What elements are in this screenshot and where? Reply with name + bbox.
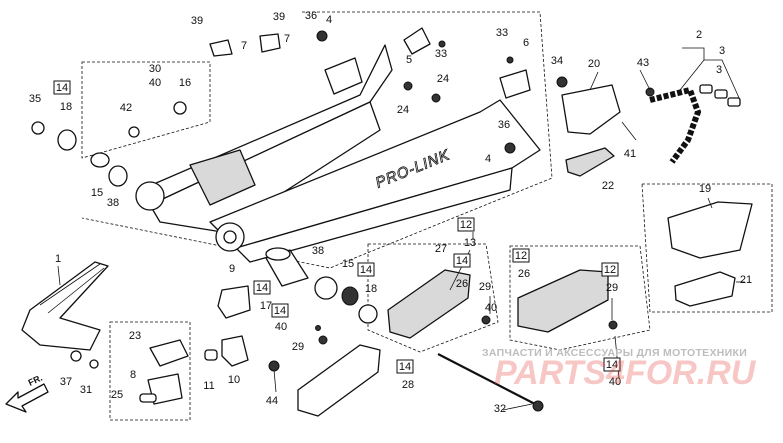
svg-text:14: 14 [399,361,411,373]
svg-text:12: 12 [460,219,472,231]
callout-l18a: 18 [60,101,72,113]
boxed-callout-b14g: 14 [603,357,621,372]
watermark-logo: PARTS4FOR.RU [494,354,757,392]
watermark: ЗАПЧАСТИ И АКСЕССУАРЫ ДЛЯ МОТОТЕХНИКИ PA… [482,347,757,392]
svg-text:12: 12 [515,250,527,262]
callout-l40c: 40 [485,302,497,314]
callout-l1: 1 [55,253,61,265]
callout-l13: 13 [464,237,476,249]
front-arrow: FR. [5,373,49,413]
callout-l11: 11 [203,380,214,392]
callout-l17: 17 [260,300,272,312]
svg-text:14: 14 [256,282,268,294]
callout-l34: 34 [551,55,563,67]
boxed-callout-b12a: 12 [457,217,475,232]
callout-l28: 28 [402,379,414,391]
watermark-caption: ЗАПЧАСТИ И АКСЕССУАРЫ ДЛЯ МОТОТЕХНИКИ [482,347,747,359]
chain-guard [21,261,109,369]
callout-l38a: 38 [107,197,119,209]
callout-l33a: 33 [435,48,447,60]
callout-l33b: 33 [496,27,508,39]
callout-l27: 27 [435,243,447,255]
chain-case-upper [387,269,491,339]
callout-l4b: 4 [485,153,491,165]
callout-l29a: 29 [479,281,491,293]
callout-l40a: 40 [149,77,161,89]
callout-labels: 1233445677891011131515161718181920212223… [29,10,752,415]
callout-l3: 3 [719,45,725,57]
swingarm: PRO-LINK [135,44,541,263]
callout-l10: 10 [228,374,240,386]
callout-l5: 5 [406,54,412,66]
callout-l20: 20 [588,58,600,70]
callout-l39a: 39 [191,15,203,27]
callout-l39b: 39 [273,11,285,23]
callout-l23: 23 [129,330,141,342]
callout-l36a: 36 [305,10,317,22]
callout-l37: 37 [60,376,72,388]
callout-l40b: 40 [275,321,287,333]
chain-guide-22 [565,147,615,177]
chain-case-lower [297,344,381,417]
callout-l6: 6 [523,37,529,49]
drive-chain [649,84,741,164]
callout-l25: 25 [111,389,123,401]
callout-l21: 21 [740,274,752,286]
svg-text:14: 14 [456,255,468,267]
boxed-callout-b14d: 14 [357,262,375,277]
svg-text:14: 14 [274,305,286,317]
svg-text:14: 14 [606,359,618,371]
callout-l30: 30 [149,63,161,75]
callout-l18b: 18 [365,283,377,295]
callout-l9: 9 [229,263,235,275]
callout-l36b: 36 [498,119,510,131]
callout-l26b: 26 [518,268,530,280]
callout-l3b: 3 [716,64,722,76]
callout-l8: 8 [130,369,136,381]
callout-l31: 31 [80,384,92,396]
callout-l29c: 29 [606,282,618,294]
callout-l44: 44 [266,395,278,407]
callout-l16: 16 [179,77,191,89]
boxed-callout-b14a: 14 [53,80,71,95]
boxed-callout-b14e: 14 [453,253,471,268]
callout-l2: 2 [696,29,702,41]
bushings [31,121,378,324]
chain-guide-19 [667,201,753,307]
callout-l22: 22 [602,180,614,192]
callout-l15b: 15 [342,258,354,270]
callout-l42: 42 [120,102,132,114]
callout-l7b: 7 [284,33,290,45]
boxed-callout-b14f: 14 [396,359,414,374]
callout-l24b: 24 [397,104,409,116]
callout-l43: 43 [637,57,649,69]
boxed-callout-b12b: 12 [512,248,530,263]
callout-l32: 32 [494,403,506,415]
svg-text:14: 14 [56,82,68,94]
svg-text:12: 12 [604,264,616,276]
callout-l19: 19 [699,183,711,195]
callout-l7a: 7 [241,40,247,52]
callout-l40d: 40 [609,376,621,388]
boxed-callout-b14b: 14 [253,280,271,295]
callout-l38b: 38 [312,245,324,257]
chain-slider-20 [556,76,621,135]
callout-l35: 35 [29,93,41,105]
boxed-callout-b14c: 14 [271,303,289,318]
boxed-callout-b12c: 12 [601,262,619,277]
callout-l4a: 4 [326,14,332,26]
callout-l24a: 24 [437,73,449,85]
chain-case-right [517,269,618,333]
small-hardware [128,27,655,412]
callout-l29b: 29 [292,341,304,353]
callout-l26a: 26 [456,278,468,290]
callout-l15a: 15 [91,187,103,199]
svg-text:14: 14 [360,264,372,276]
callout-l41: 41 [624,148,636,160]
